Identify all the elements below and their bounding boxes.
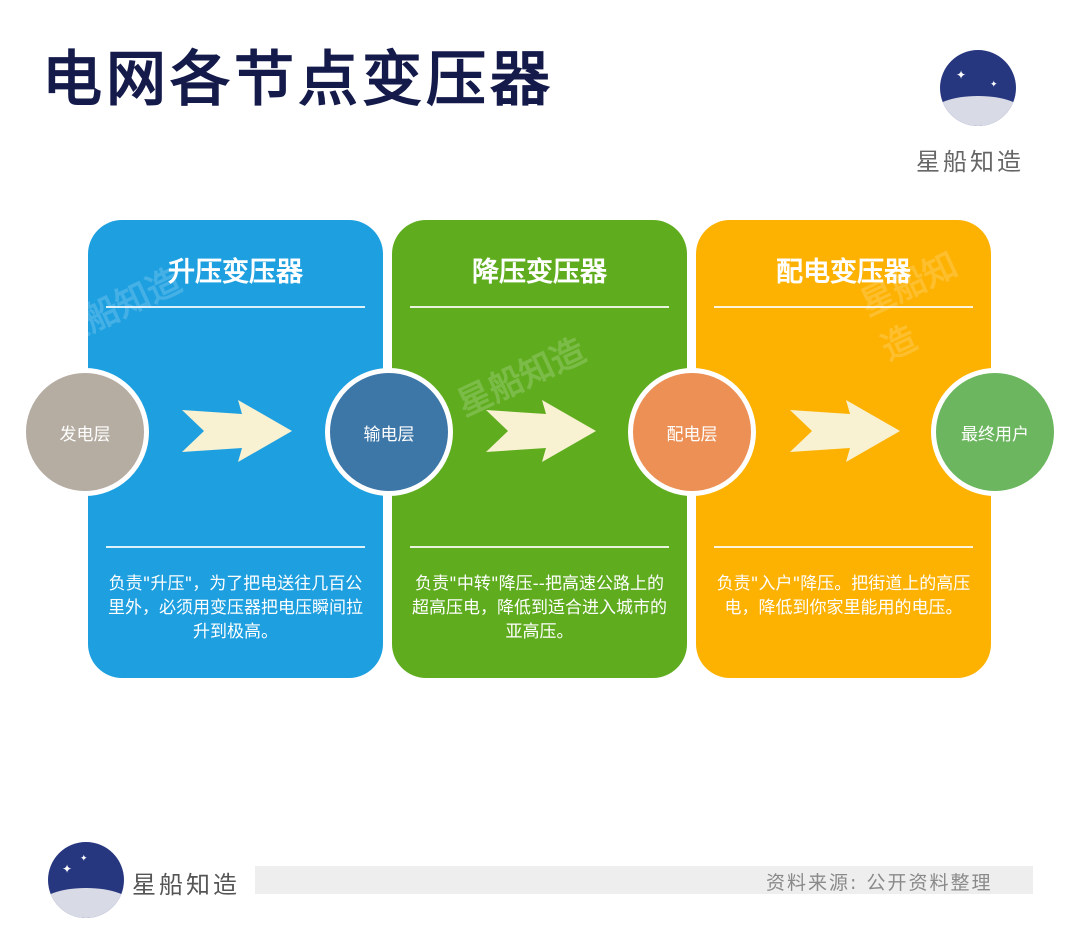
arrow-right-icon (790, 400, 900, 462)
star-icon: ✦ (990, 80, 998, 90)
divider (106, 546, 365, 548)
brand-logo-top: ✦ ✦ (940, 50, 1016, 126)
divider (106, 306, 365, 308)
card-description: 负责"中转"降压--把高速公路上的超高压电，降低到适合进入城市的亚高压。 (412, 574, 667, 642)
node-distribution: 配电层 (628, 368, 756, 496)
star-icon: ✦ (80, 854, 88, 864)
divider (410, 306, 669, 308)
divider (714, 306, 973, 308)
card-title: 升压变压器 (168, 257, 303, 288)
node-transmission: 输电层 (325, 368, 453, 496)
node-generation: 发电层 (21, 368, 149, 496)
node-end-user: 最终用户 (931, 368, 1059, 496)
brand-logo-bottom: ✦ ✦ (48, 842, 124, 918)
card-title: 配电变压器 (776, 257, 911, 288)
brand-name-top: 星船知造 (916, 148, 1024, 176)
footer-bar (255, 866, 1033, 894)
card-description: 负责"入户"降压。把街道上的高压电，降低到你家里能用的电压。 (716, 574, 971, 618)
divider (410, 546, 669, 548)
wave-icon (940, 95, 1016, 126)
star-icon: ✦ (62, 862, 73, 876)
arrow-right-icon (486, 400, 596, 462)
divider (714, 546, 973, 548)
card-title: 降压变压器 (472, 257, 607, 288)
page-title: 电网各节点变压器 (42, 45, 554, 115)
star-icon: ✦ (956, 68, 967, 82)
arrow-right-icon (182, 400, 292, 462)
brand-name-bottom: 星船知造 (132, 871, 240, 899)
card-description: 负责"升压"，为了把电送往几百公里外，必须用变压器把电压瞬间拉升到极高。 (108, 574, 363, 642)
source-note: 资料来源: 公开资料整理 (766, 872, 993, 894)
wave-icon (48, 887, 124, 918)
